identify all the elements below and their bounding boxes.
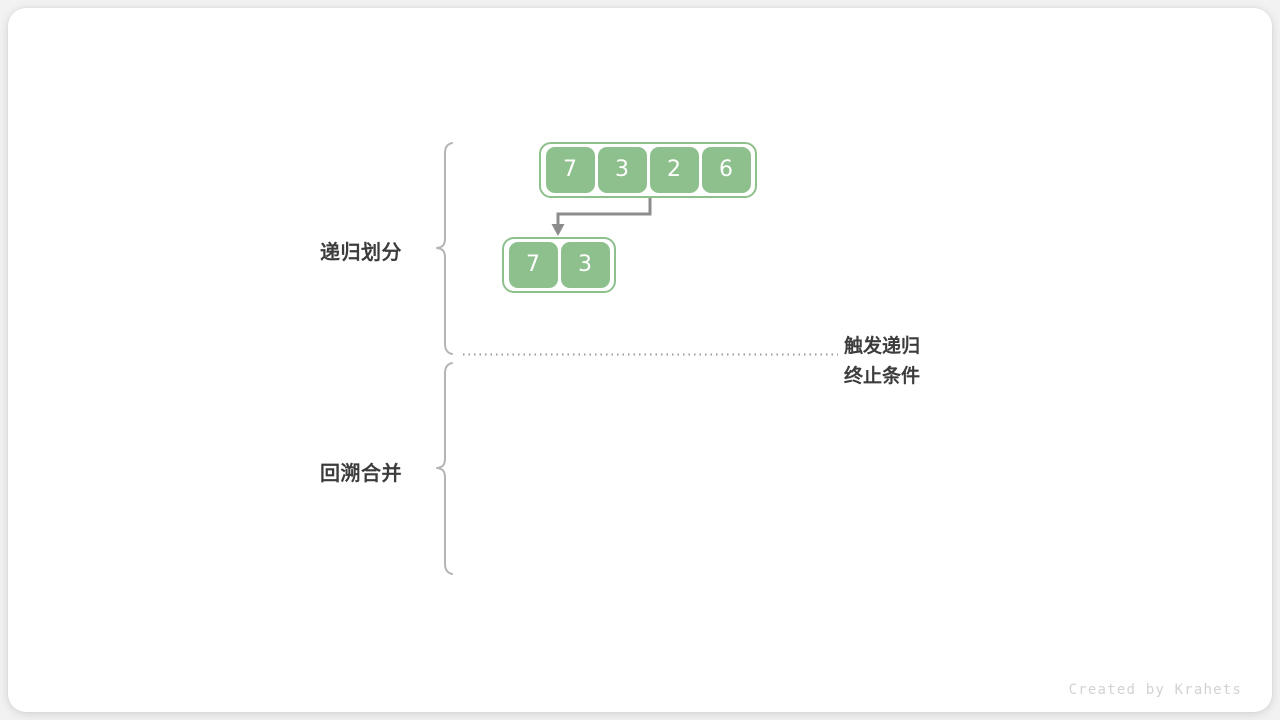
- split-arrow-head-icon: [551, 224, 565, 236]
- brace-lower-icon: [436, 362, 453, 575]
- array-cell[interactable]: 3: [560, 242, 610, 288]
- array-cell[interactable]: 7: [508, 242, 558, 288]
- split-arrow-icon: [556, 198, 652, 228]
- array-cell[interactable]: 6: [701, 147, 751, 193]
- phase-label-merge: 回溯合并: [320, 461, 402, 485]
- termination-condition-note: 触发递归 终止条件: [844, 331, 920, 391]
- brace-upper-icon: [436, 142, 453, 355]
- array-cell[interactable]: 2: [649, 147, 699, 193]
- phase-label-divide: 递归划分: [320, 240, 402, 264]
- credit-text: Created by Krahets: [1068, 682, 1242, 698]
- figure-card: [8, 8, 1272, 712]
- termination-note-line-2: 终止条件: [844, 365, 921, 387]
- array-row-left-half: 7 3: [502, 237, 616, 293]
- array-cell[interactable]: 7: [545, 147, 595, 193]
- array-row-original: 7 3 2 6: [539, 142, 757, 198]
- array-cell[interactable]: 3: [597, 147, 647, 193]
- termination-note-line-1: 触发递归: [844, 335, 921, 357]
